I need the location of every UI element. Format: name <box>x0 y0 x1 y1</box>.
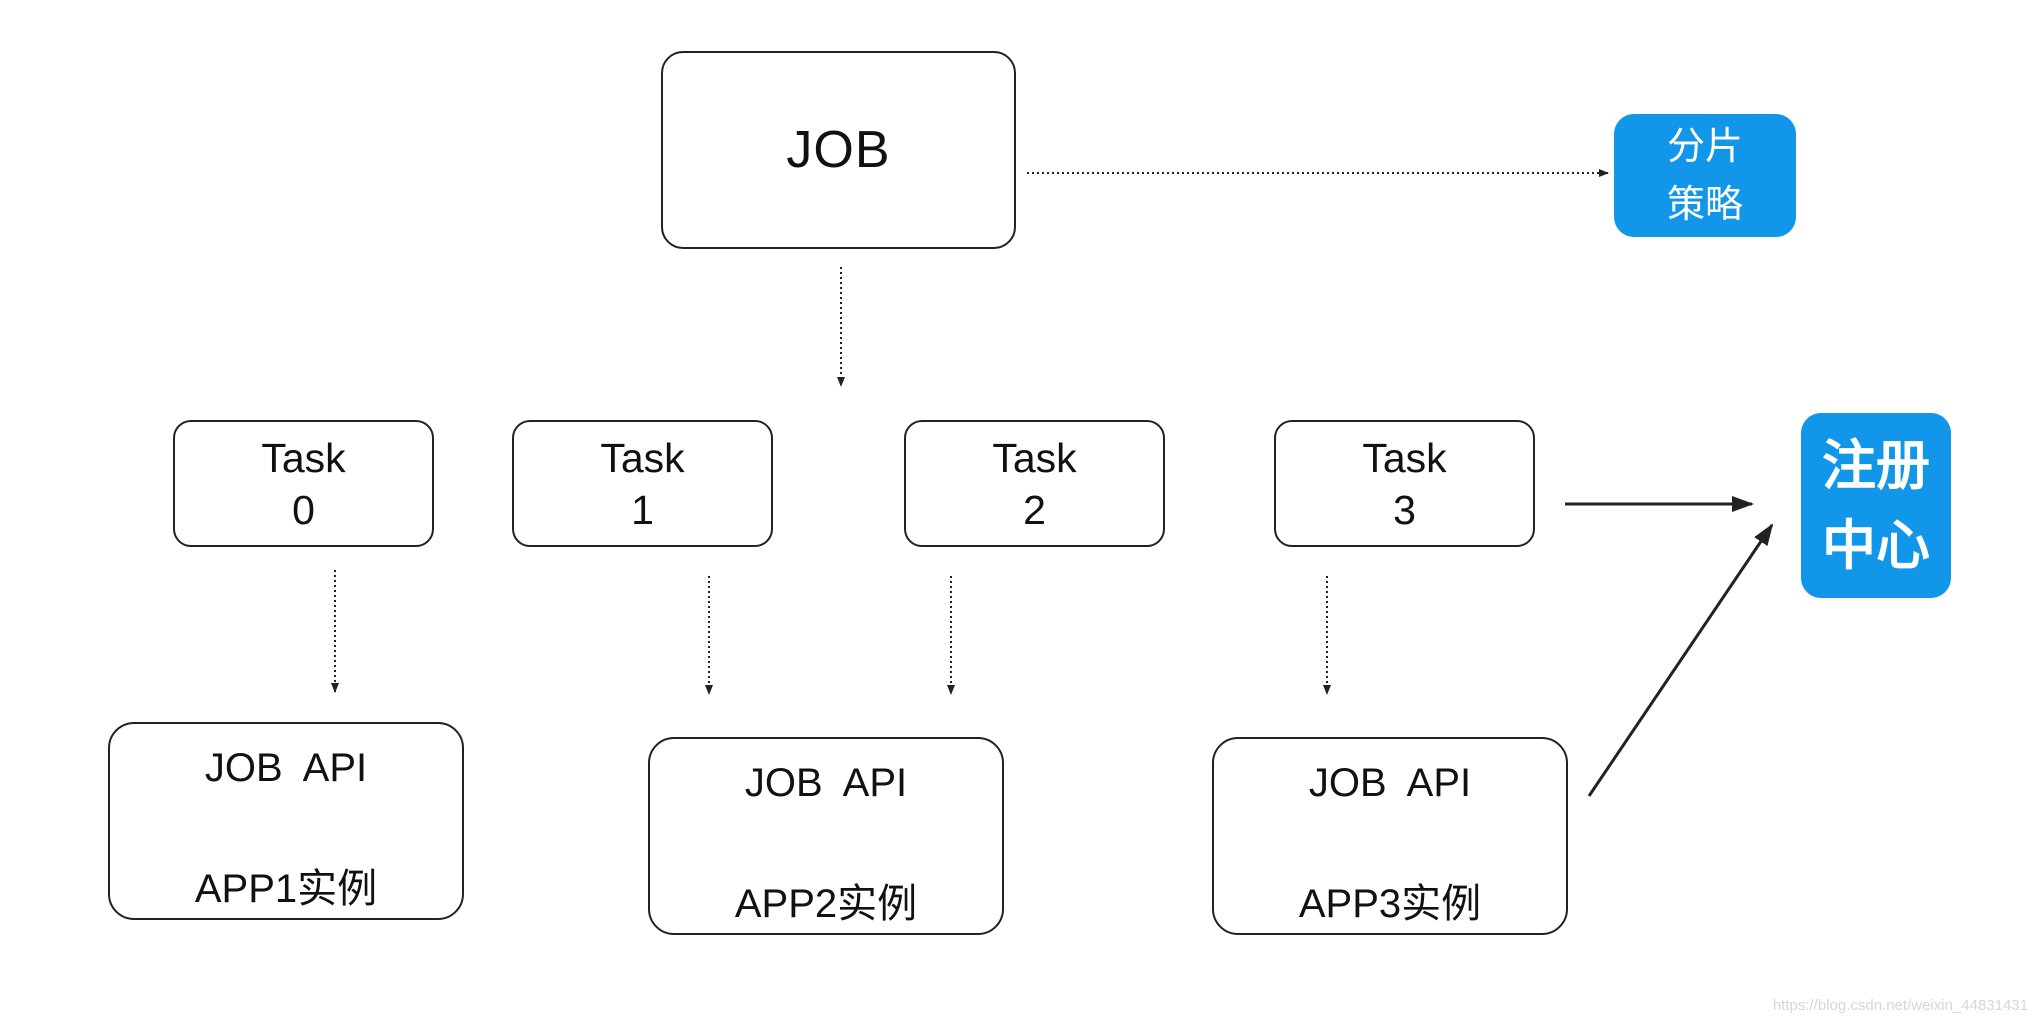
task-word: Task <box>1362 434 1447 481</box>
app-instance-2: JOB API APP2实例 <box>648 737 1004 935</box>
strategy-label-line2: 策略 <box>1666 183 1743 226</box>
task-node-3: Task 3 <box>1274 420 1535 547</box>
task-node-2: Task 2 <box>904 420 1165 547</box>
app-instance-3: JOB API APP3实例 <box>1212 737 1568 935</box>
task-index: 2 <box>1023 486 1046 533</box>
registry-label-line1: 注册 <box>1822 435 1930 496</box>
instance-app-label: APP2实例 <box>734 882 918 926</box>
instance-api-label: JOB API <box>744 761 908 805</box>
instance-app-label: APP1实例 <box>194 867 378 911</box>
job-label: JOB <box>786 121 891 179</box>
task-index: 3 <box>1393 486 1416 533</box>
sharding-strategy-node: 分片 策略 <box>1614 114 1796 237</box>
instance-app-label: APP3实例 <box>1298 882 1482 926</box>
instance-api-label: JOB API <box>1308 761 1472 805</box>
task-node-0: Task 0 <box>173 420 434 547</box>
app-instance-1: JOB API APP1实例 <box>108 722 464 920</box>
task-index: 0 <box>292 486 315 533</box>
strategy-label-line1: 分片 <box>1666 125 1743 168</box>
task-word: Task <box>600 434 685 481</box>
task-index: 1 <box>631 486 654 533</box>
instance-api-label: JOB API <box>204 746 368 790</box>
task-node-1: Task 1 <box>512 420 773 547</box>
task-word: Task <box>992 434 1077 481</box>
watermark: https://blog.csdn.net/weixin_44831431 <box>1772 997 2028 1014</box>
registry-center-node: 注册 中心 <box>1801 413 1951 598</box>
registry-label-line2: 中心 <box>1822 515 1930 576</box>
job-node: JOB <box>661 51 1016 249</box>
app3-to-registry-arrow <box>1587 523 1774 797</box>
task-word: Task <box>261 434 346 481</box>
